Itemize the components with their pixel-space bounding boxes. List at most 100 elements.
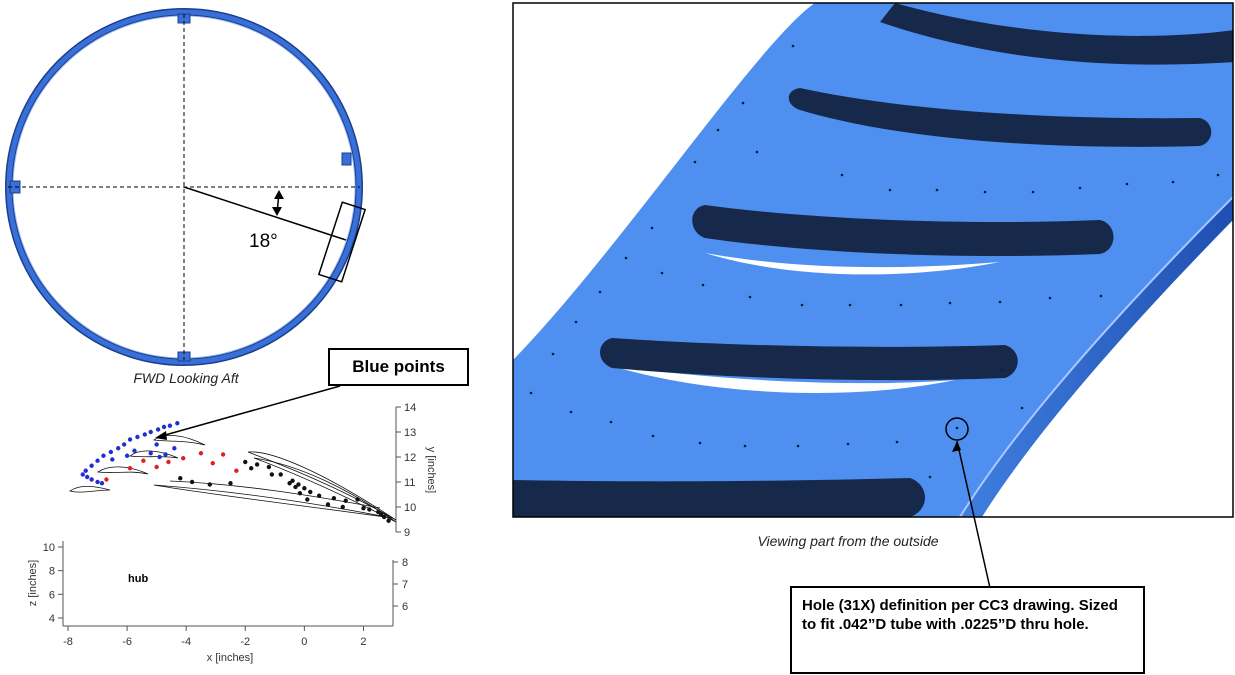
blade-1 [247, 451, 397, 521]
red-point [104, 477, 109, 482]
black-point [269, 472, 275, 477]
black-point [343, 498, 348, 503]
black-point [243, 459, 248, 465]
red-point [141, 458, 146, 463]
blue-point [154, 442, 159, 447]
z-axis-label: z [inches] [27, 560, 39, 606]
blue-point [108, 449, 114, 455]
z-axis-ticks-right: 6 7 8 [393, 557, 408, 613]
series-red [104, 451, 239, 482]
ring-highlight-box [317, 201, 367, 283]
blue-point [110, 457, 115, 462]
x-tick-label: -8 [63, 636, 73, 648]
part-caption: Viewing part from the outside [757, 533, 938, 549]
black-point [178, 476, 183, 481]
airfoil-2 [129, 450, 179, 459]
black-point [378, 512, 384, 517]
blue-point [172, 446, 177, 451]
blue-points-leader-line [157, 385, 341, 438]
blue-points-leader-arrowhead [155, 431, 167, 440]
black-point [316, 493, 322, 498]
black-point [290, 478, 295, 483]
ring-diagram: 18° FWD Looking Aft [5, 8, 367, 386]
blue-point [121, 442, 127, 447]
black-point [361, 506, 366, 511]
slot-4 [600, 338, 1018, 381]
black-point [340, 504, 345, 510]
part-gap-2 [612, 366, 955, 393]
red-point [166, 459, 171, 465]
y-tick-label: 14 [404, 402, 416, 414]
red-point [154, 464, 159, 470]
blue-point [80, 472, 85, 477]
black-point [376, 509, 381, 515]
airfoil-outlines [69, 435, 397, 523]
y-tick-label: 11 [404, 477, 415, 489]
red-point [220, 452, 226, 457]
z-tick-label: 4 [49, 613, 55, 625]
z-axis-ticks-left: 4 6 8 10 [43, 542, 63, 625]
z-tick-label: 8 [49, 566, 55, 578]
blue-point [175, 421, 180, 426]
angle-radius-line [183, 186, 347, 241]
black-point [305, 497, 310, 502]
z-tick-label: 6 [49, 589, 55, 601]
blade-4 [169, 480, 381, 509]
black-point [189, 479, 195, 485]
hole-definition-callout: Hole (31X) definition per CC3 drawing. S… [790, 586, 1145, 674]
y-tick-label: 9 [404, 527, 410, 539]
blade-3 [153, 484, 393, 519]
black-point [325, 502, 331, 507]
airfoil-3 [96, 466, 149, 475]
black-point [331, 496, 337, 501]
black-point [293, 484, 298, 490]
blue-point [161, 424, 167, 430]
red-point [181, 456, 186, 461]
red-point [198, 451, 204, 456]
blue-point [95, 458, 100, 463]
black-point [367, 507, 372, 512]
blue-point [116, 446, 121, 451]
slot-3 [692, 205, 1114, 257]
z-right-tick-label: 6 [402, 601, 408, 613]
blue-point [101, 453, 106, 458]
x-tick-label: 2 [360, 636, 366, 648]
z-right-tick-label: 7 [402, 579, 408, 591]
x-tick-label: -6 [122, 636, 132, 648]
hole-callout-circle [945, 417, 969, 441]
blue-point [148, 429, 153, 435]
y-tick-label: 10 [404, 502, 416, 514]
black-point [381, 514, 387, 520]
red-point [127, 466, 133, 471]
blue-point [157, 454, 162, 460]
blue-point [142, 432, 148, 437]
hole-leader-arrowhead [952, 441, 961, 452]
airfoil-4 [69, 485, 111, 493]
y-tick-label: 12 [404, 452, 416, 464]
z-tick-label: 10 [43, 542, 55, 554]
black-point [308, 489, 313, 495]
slot-5 [513, 478, 925, 517]
blue-point [148, 451, 153, 456]
hole-leader-line [956, 440, 991, 589]
blue-point [132, 448, 137, 453]
x-tick-label: -2 [240, 636, 250, 648]
y-tick-label: 13 [404, 427, 416, 439]
black-point [228, 481, 233, 486]
part-edge-face [960, 197, 1233, 517]
black-point [207, 482, 213, 487]
ring-caption: FWD Looking Aft [133, 370, 239, 386]
blue-point [167, 423, 173, 428]
x-tick-label: 0 [301, 636, 307, 648]
scatter-series [80, 421, 391, 523]
blue-point [83, 468, 88, 473]
blade-2 [253, 457, 397, 523]
blue-points-callout: Blue points [328, 348, 469, 386]
blue-point [127, 437, 133, 442]
z-right-tick-label: 8 [402, 557, 408, 569]
ring-tab-right [341, 152, 352, 166]
black-point [287, 481, 292, 486]
part-view-frame [512, 2, 1234, 518]
